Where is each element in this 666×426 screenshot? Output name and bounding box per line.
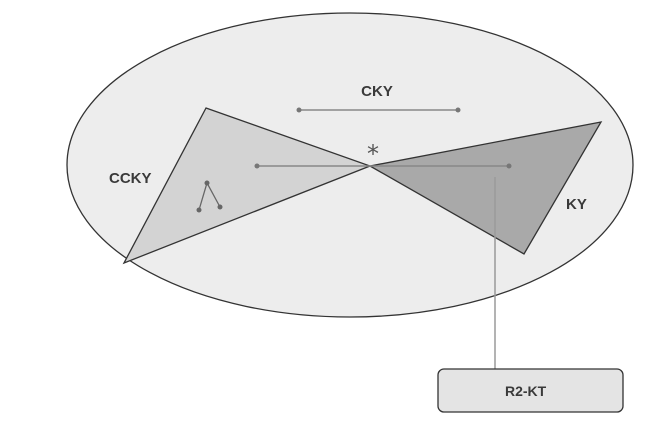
caret-mark-top-dot [204, 180, 210, 186]
top-segment-right-endpoint [455, 107, 461, 113]
middle-segment [254, 163, 512, 169]
output-box-label: R2-KT [505, 383, 547, 399]
middle-segment-right-endpoint [506, 163, 512, 169]
output-box [437, 368, 624, 413]
caret-mark-right-dot [217, 204, 223, 210]
left-triangle [122, 107, 372, 265]
top-segment-left-endpoint [296, 107, 302, 113]
right-triangle [368, 121, 603, 255]
top-segment [296, 107, 461, 113]
middle-segment-left-endpoint [254, 163, 260, 169]
caret-mark [196, 180, 223, 213]
label-right-region: KY [566, 196, 587, 213]
label-left-region: CCKY [109, 170, 152, 187]
caret-mark-left-dot [196, 207, 202, 213]
center-asterisk-mark: * [367, 140, 379, 168]
label-top-segment: CKY [361, 83, 393, 100]
